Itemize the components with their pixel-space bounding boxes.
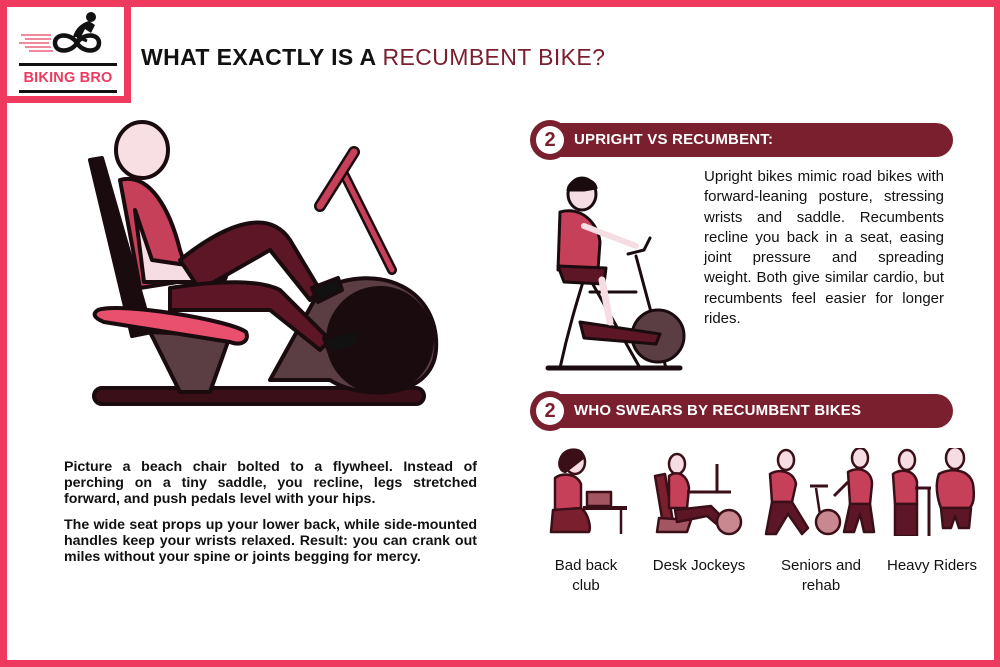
heavy-riders-icon (891, 448, 975, 536)
section-number-badge: 2 (530, 120, 570, 160)
intro-text: Picture a beach chair bolted to a flywhe… (64, 459, 477, 575)
section-number: 2 (536, 126, 564, 154)
audience-item: Seniors and rehab (760, 448, 882, 596)
audience-label: Desk Jockeys (652, 557, 746, 574)
intro-paragraph-1: Picture a beach chair bolted to a flywhe… (64, 459, 477, 507)
section-number: 2 (536, 397, 564, 425)
banner-bar (548, 123, 953, 157)
cyclist-infinity-logo-icon (19, 12, 102, 53)
logo-rule-bottom (19, 90, 117, 93)
title-prefix: WHAT EXACTLY IS A (141, 44, 383, 70)
section-banner-who-swears: 2 WHO SWEARS BY RECUMBENT BIKES (530, 391, 953, 431)
recumbent-bike-rider-illustration (88, 120, 439, 406)
desk-recumbent-icon (653, 452, 743, 536)
section-number-badge: 2 (530, 391, 570, 431)
page-title: WHAT EXACTLY IS A RECUMBENT BIKE? (141, 44, 605, 71)
audience-label: Bad back club (554, 557, 618, 594)
section-banner-upright-vs-recumbent: 2 UPRIGHT VS RECUMBENT: (530, 120, 953, 160)
banner-bar (548, 394, 953, 428)
section-title: WHO SWEARS BY RECUMBENT BIKES (574, 402, 862, 419)
audience-label: Seniors and rehab (780, 557, 862, 594)
audience-list: Bad back club Desk Jockeys (540, 448, 990, 608)
audience-item: Heavy Riders (878, 448, 986, 576)
intro-paragraph-2: The wide seat props up your lower back, … (64, 517, 477, 565)
logo-rule-top (19, 63, 117, 66)
brand-logo[interactable]: BIKING BRO (0, 0, 131, 103)
brand-name: BIKING BRO (23, 70, 113, 86)
title-accent: RECUMBENT BIKE? (382, 44, 606, 70)
person-at-desk-icon (549, 448, 627, 534)
audience-item: Bad back club (540, 448, 632, 596)
upright-bike-rider-illustration (545, 176, 686, 371)
seniors-bike-icon (764, 448, 876, 536)
upright-vs-recumbent-text: Upright bikes mimic road bikes with forw… (704, 168, 944, 328)
section-title: UPRIGHT VS RECUMBENT: (574, 131, 774, 148)
audience-item: Desk Jockeys (646, 448, 752, 576)
audience-label: Heavy Riders (886, 557, 978, 574)
